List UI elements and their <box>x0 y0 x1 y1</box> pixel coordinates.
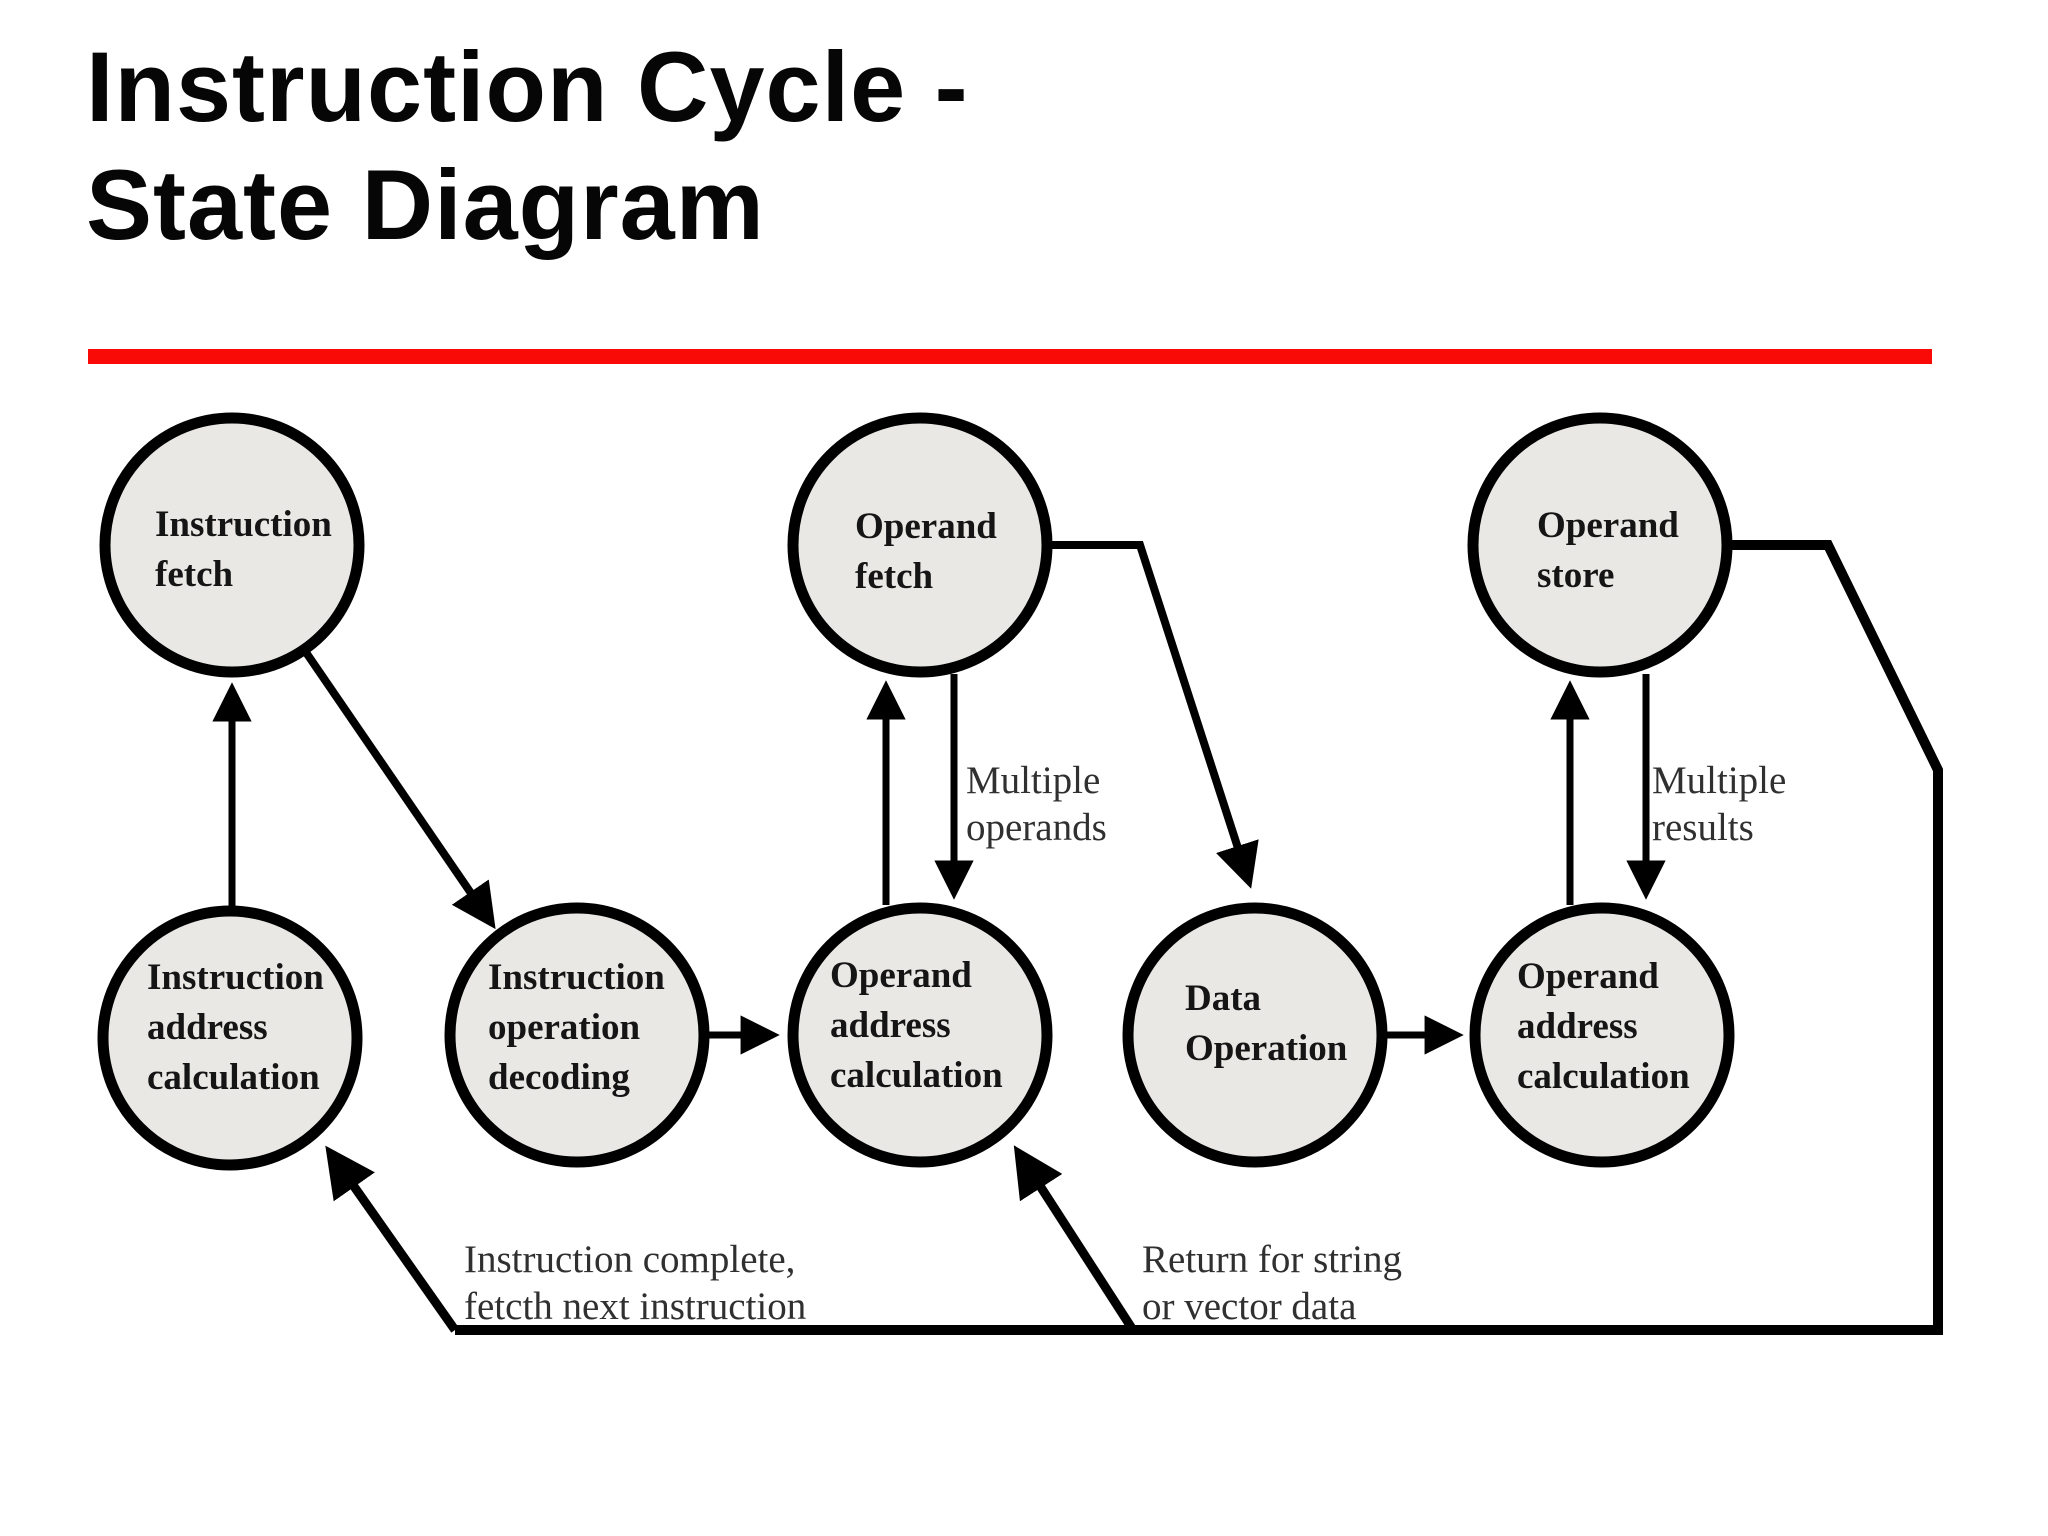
label-multiple-operands: Multiple operands <box>966 759 1107 849</box>
node-operand-address-calculation-left-circle <box>787 902 1053 1168</box>
node-data-operation-label: Data <box>1185 978 1261 1019</box>
title-accent-rule <box>88 349 1932 364</box>
node-data-operation: Data Operation <box>1122 902 1388 1168</box>
label-instruction-complete: Instruction complete, fetcth next instru… <box>464 1238 806 1328</box>
node-instruction-operation-decoding-label: decoding <box>488 1057 630 1098</box>
node-operand-fetch-label: Operand <box>855 506 997 547</box>
node-operand-store-label: store <box>1537 555 1614 596</box>
node-instruction-operation-decoding-label: Instruction <box>488 957 665 998</box>
node-operand-store: Operand store <box>1467 412 1733 678</box>
node-instruction-fetch-label: fetch <box>155 554 233 595</box>
label-instruction-complete-line1: Instruction complete, <box>464 1238 795 1281</box>
node-operand-fetch-circle <box>787 412 1053 678</box>
node-operand-address-calculation-right-label: address <box>1517 1006 1638 1047</box>
node-operand-address-calculation-left-label: address <box>830 1005 951 1046</box>
node-data-operation-circle <box>1122 902 1388 1168</box>
label-multiple-results: Multiple results <box>1652 759 1786 849</box>
label-return-string-vector-line1: Return for string <box>1142 1238 1402 1281</box>
node-instruction-operation-decoding-circle <box>444 902 710 1168</box>
node-instruction-fetch-label: Instruction <box>155 504 332 545</box>
edge-return-rail <box>455 540 1943 1335</box>
node-operand-address-calculation-right-label: calculation <box>1517 1056 1690 1097</box>
label-return-string-vector-line2: or vector data <box>1142 1285 1356 1328</box>
slide-title: Instruction Cycle - State Diagram <box>86 28 969 264</box>
node-data-operation-label: Operation <box>1185 1028 1348 1069</box>
node-operand-address-calculation-left-label: calculation <box>830 1055 1003 1096</box>
arrow-operand-fetch-to-data-operation <box>1048 541 1259 889</box>
node-operand-store-circle <box>1467 412 1733 678</box>
node-operand-address-calculation-right-label: Operand <box>1517 956 1659 997</box>
node-instruction-operation-decoding: Instruction operation decoding <box>444 902 710 1168</box>
label-return-string-vector: Return for string or vector data <box>1142 1238 1402 1328</box>
slide-title-line2: State Diagram <box>86 148 765 260</box>
node-instruction-address-calculation: Instruction address calculation <box>97 905 363 1171</box>
arrow-instruction-fetch-to-decoding <box>299 645 496 930</box>
arrow-return-string-vector <box>1013 1145 1137 1333</box>
node-instruction-address-calculation-circle <box>97 905 363 1171</box>
slide-title-line1: Instruction Cycle - <box>86 31 969 142</box>
node-operand-address-calculation-right: Operand address calculation <box>1469 902 1735 1168</box>
arrow-instruction-complete <box>325 1145 459 1333</box>
node-operand-address-calculation-right-circle <box>1469 902 1735 1168</box>
label-multiple-results-line2: results <box>1652 806 1754 849</box>
node-instruction-operation-decoding-label: operation <box>488 1007 641 1048</box>
label-multiple-operands-line2: operands <box>966 806 1107 849</box>
node-operand-store-label: Operand <box>1537 505 1679 546</box>
label-multiple-results-line1: Multiple <box>1652 759 1786 802</box>
label-multiple-operands-line1: Multiple <box>966 759 1100 802</box>
node-operand-fetch: Operand fetch <box>787 412 1053 678</box>
node-instruction-address-calculation-label: Instruction <box>147 957 324 998</box>
node-instruction-address-calculation-label: address <box>147 1007 268 1048</box>
node-operand-fetch-label: fetch <box>855 556 933 597</box>
label-instruction-complete-line2: fetcth next instruction <box>464 1285 806 1328</box>
node-instruction-fetch-circle <box>99 412 365 678</box>
node-operand-address-calculation-left-label: Operand <box>830 955 972 996</box>
node-instruction-fetch: Instruction fetch <box>99 412 365 678</box>
node-instruction-address-calculation-label: calculation <box>147 1057 320 1098</box>
node-operand-address-calculation-left: Operand address calculation <box>787 902 1053 1168</box>
